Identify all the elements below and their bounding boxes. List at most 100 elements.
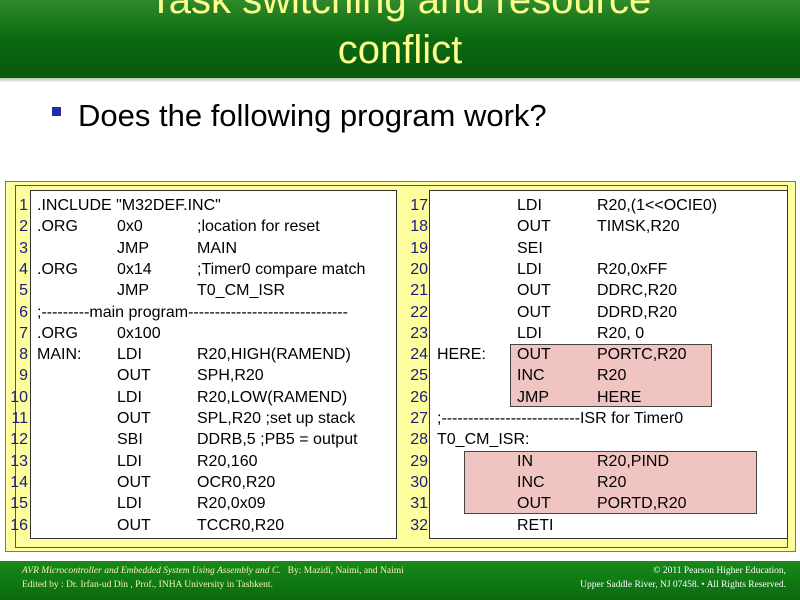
line-number: 22	[410, 303, 428, 321]
highlight-isr-body	[464, 451, 757, 514]
line-number: 10	[10, 388, 28, 406]
code-op: LDI	[117, 388, 142, 406]
code-label: ;---------main program------------------…	[37, 303, 348, 321]
footer-by-label: By:	[287, 566, 302, 576]
code-arg: R20,HIGH(RAMEND)	[197, 346, 351, 364]
code-arg: MAIN	[197, 239, 237, 257]
code-op: LDI	[117, 346, 142, 364]
code-op: 0x100	[117, 324, 161, 342]
line-number: 15	[10, 495, 28, 513]
bullet-text: Does the following program work?	[78, 98, 547, 133]
code-label: .ORG	[37, 324, 78, 342]
code-arg: R20,160	[197, 452, 258, 470]
code-arg: R20,0x09	[197, 495, 266, 513]
code-label: T0_CM_ISR:	[437, 431, 530, 449]
footer-book-line: AVR Microcontroller and Embedded System …	[22, 566, 404, 576]
code-arg: DDRD,R20	[597, 303, 678, 321]
code-op: OUT	[517, 346, 551, 364]
code-op: JMP	[117, 239, 149, 257]
line-number: 11	[11, 410, 28, 427]
slide-header	[0, 0, 800, 78]
code-arg: R20, 0	[597, 324, 645, 342]
code-op: OUT	[517, 282, 551, 300]
line-number: 13	[10, 452, 28, 470]
code-arg: TIMSK,R20	[597, 218, 680, 236]
code-arg: R20,PIND	[597, 452, 670, 470]
code-label: ;--------------------------ISR for Timer…	[437, 410, 684, 427]
code-op: INC	[517, 473, 545, 491]
code-op: OUT	[117, 367, 151, 385]
line-number: 29	[410, 452, 428, 470]
code-label: HERE:	[437, 346, 486, 364]
footer-authors: Mazidi, Naimi, and Naimi	[303, 566, 404, 576]
line-number: 8	[19, 346, 28, 364]
footer-copyright: © 2011 Pearson Higher Education,	[653, 566, 786, 576]
code-arg: SPL,R20 ;set up stack	[197, 410, 356, 427]
code-arg: R20,0xFF	[597, 260, 668, 278]
line-number: 4	[19, 260, 28, 278]
line-number: 21	[410, 282, 428, 300]
line-number: 5	[19, 282, 28, 300]
code-label: .ORG	[37, 218, 78, 236]
code-label: .ORG	[37, 260, 78, 278]
code-op: LDI	[517, 324, 542, 342]
line-number: 28	[410, 431, 428, 449]
line-number: 19	[410, 239, 428, 257]
code-op: SEI	[517, 239, 543, 257]
line-number: 25	[410, 367, 428, 385]
code-arg: HERE	[597, 388, 642, 406]
line-number: 24	[410, 346, 428, 364]
code-op: LDI	[117, 452, 142, 470]
line-number: 27	[410, 410, 428, 427]
code-arg: R20	[597, 367, 627, 385]
line-number: 17	[410, 197, 428, 214]
line-number: 12	[10, 431, 28, 449]
code-arg: PORTD,R20	[597, 495, 687, 513]
code-op: OUT	[117, 516, 151, 534]
code-op: LDI	[517, 260, 542, 278]
code-arg: PORTC,R20	[597, 346, 687, 364]
code-arg: R20,(1<<OCIE0)	[597, 197, 718, 214]
code-arg: ;location for reset	[197, 218, 320, 236]
slide-footer	[0, 561, 800, 600]
code-op: OUT	[517, 218, 551, 236]
code-op: 0x14	[117, 260, 152, 278]
code-column-left	[30, 190, 397, 539]
code-arg: OCR0,R20	[197, 473, 276, 491]
footer-book-title: AVR Microcontroller and Embedded System …	[22, 566, 279, 576]
code-op: JMP	[517, 388, 549, 406]
code-op: OUT	[517, 303, 551, 321]
line-number: 32	[410, 516, 428, 534]
header-divider	[0, 78, 800, 82]
slide-title-line-1: Task switching and resource	[148, 0, 652, 22]
code-arg: SPH,R20	[197, 367, 264, 385]
line-number: 2	[19, 218, 28, 236]
code-label: .INCLUDE "M32DEF.INC"	[37, 197, 221, 214]
line-number: 30	[410, 473, 428, 491]
code-op: 0x0	[117, 218, 143, 236]
line-number: 26	[410, 388, 428, 406]
code-op: JMP	[117, 282, 149, 300]
line-number: 14	[10, 473, 28, 491]
code-op: OUT	[117, 473, 151, 491]
code-op: SBI	[117, 431, 143, 449]
code-arg: R20,LOW(RAMEND)	[197, 388, 348, 406]
highlight-main-loop	[510, 344, 712, 407]
line-number: 23	[410, 324, 428, 342]
line-number: 16	[10, 516, 28, 534]
code-arg: ;Timer0 compare match	[197, 260, 366, 278]
slide-title-line-2: conflict	[337, 28, 463, 72]
code-label: MAIN:	[37, 346, 82, 364]
code-op: IN	[517, 452, 533, 470]
code-op: OUT	[117, 410, 151, 427]
line-number: 9	[19, 367, 28, 385]
line-number: 7	[19, 324, 28, 342]
code-arg: T0_CM_ISR	[197, 282, 286, 300]
line-number: 31	[410, 495, 428, 513]
code-op: RETI	[517, 516, 554, 534]
code-op: LDI	[517, 197, 542, 214]
code-op: INC	[517, 367, 545, 385]
footer-editor: Edited by : Dr. Irfan-ud Din , Prof., IN…	[22, 580, 273, 590]
code-op: LDI	[117, 495, 142, 513]
